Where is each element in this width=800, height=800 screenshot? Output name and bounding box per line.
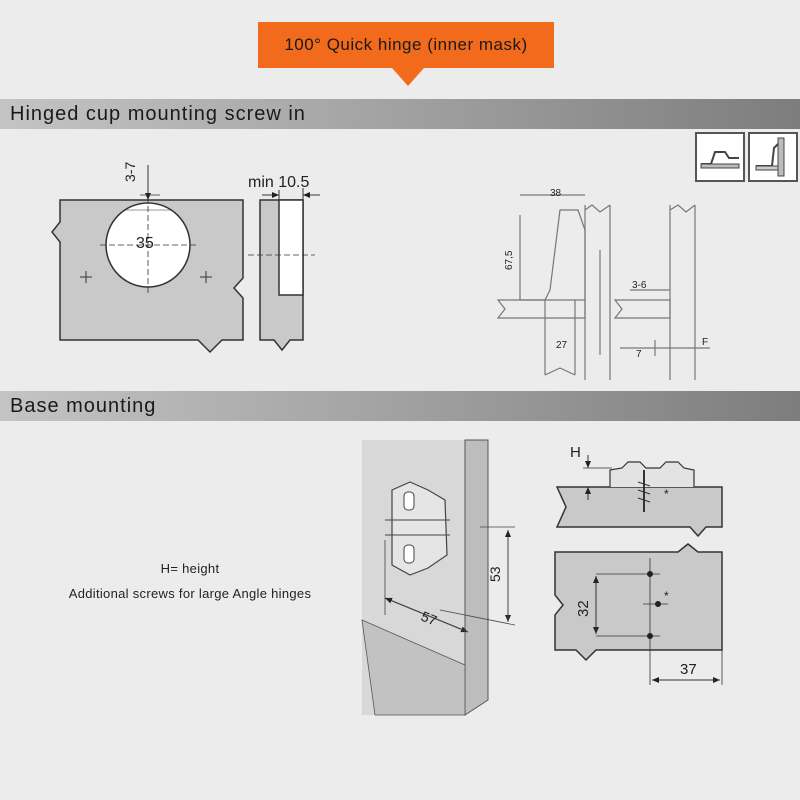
- hinge-f-label: F: [702, 337, 708, 348]
- star-bottom-label: *: [664, 589, 669, 603]
- drilling-pattern: [554, 543, 723, 685]
- door-panel-front: [51, 165, 244, 354]
- cabinet-interior: [361, 439, 516, 716]
- section-base-title: Base mounting: [10, 395, 157, 417]
- dim-37-label: 37: [680, 661, 697, 678]
- star-top-label: *: [664, 487, 669, 501]
- section-cup-mounting: Hinged cup mounting screw in: [0, 99, 800, 129]
- title-banner: 100° Quick hinge (inner mask): [258, 22, 554, 68]
- note-screws: Additional screws for large Angle hinges: [68, 586, 312, 601]
- cup-hole-label: 35: [136, 235, 154, 252]
- note-height: H= height: [160, 561, 220, 576]
- hinge-open-icon: [748, 132, 798, 182]
- hinge-seven-label: 7: [636, 349, 642, 360]
- hinge-width-label: 38: [550, 188, 562, 199]
- plate-side-view: [555, 455, 723, 538]
- dim-h-label: H: [570, 444, 581, 461]
- banner-title: 100° Quick hinge (inner mask): [284, 35, 528, 54]
- cup-edge-label: 3-7: [122, 162, 138, 182]
- dim-32-label: 32: [575, 600, 592, 617]
- dim-53-label: 53: [487, 566, 503, 582]
- door-panel-section: [248, 188, 320, 352]
- section-base-mounting: Base mounting: [0, 391, 800, 421]
- hinge-gap-label: 3-6: [632, 280, 647, 291]
- hinge-height-label: 67,5: [504, 250, 515, 270]
- hinge-closed-icon: [695, 132, 745, 182]
- cup-depth-label: min 10.5: [248, 174, 309, 191]
- banner-arrow: [392, 68, 424, 86]
- section-cup-title: Hinged cup mounting screw in: [10, 103, 306, 125]
- dim-57-label: 57: [419, 608, 440, 629]
- hinge-side-view: [496, 194, 710, 380]
- hinge-arm-label: 27: [556, 340, 568, 351]
